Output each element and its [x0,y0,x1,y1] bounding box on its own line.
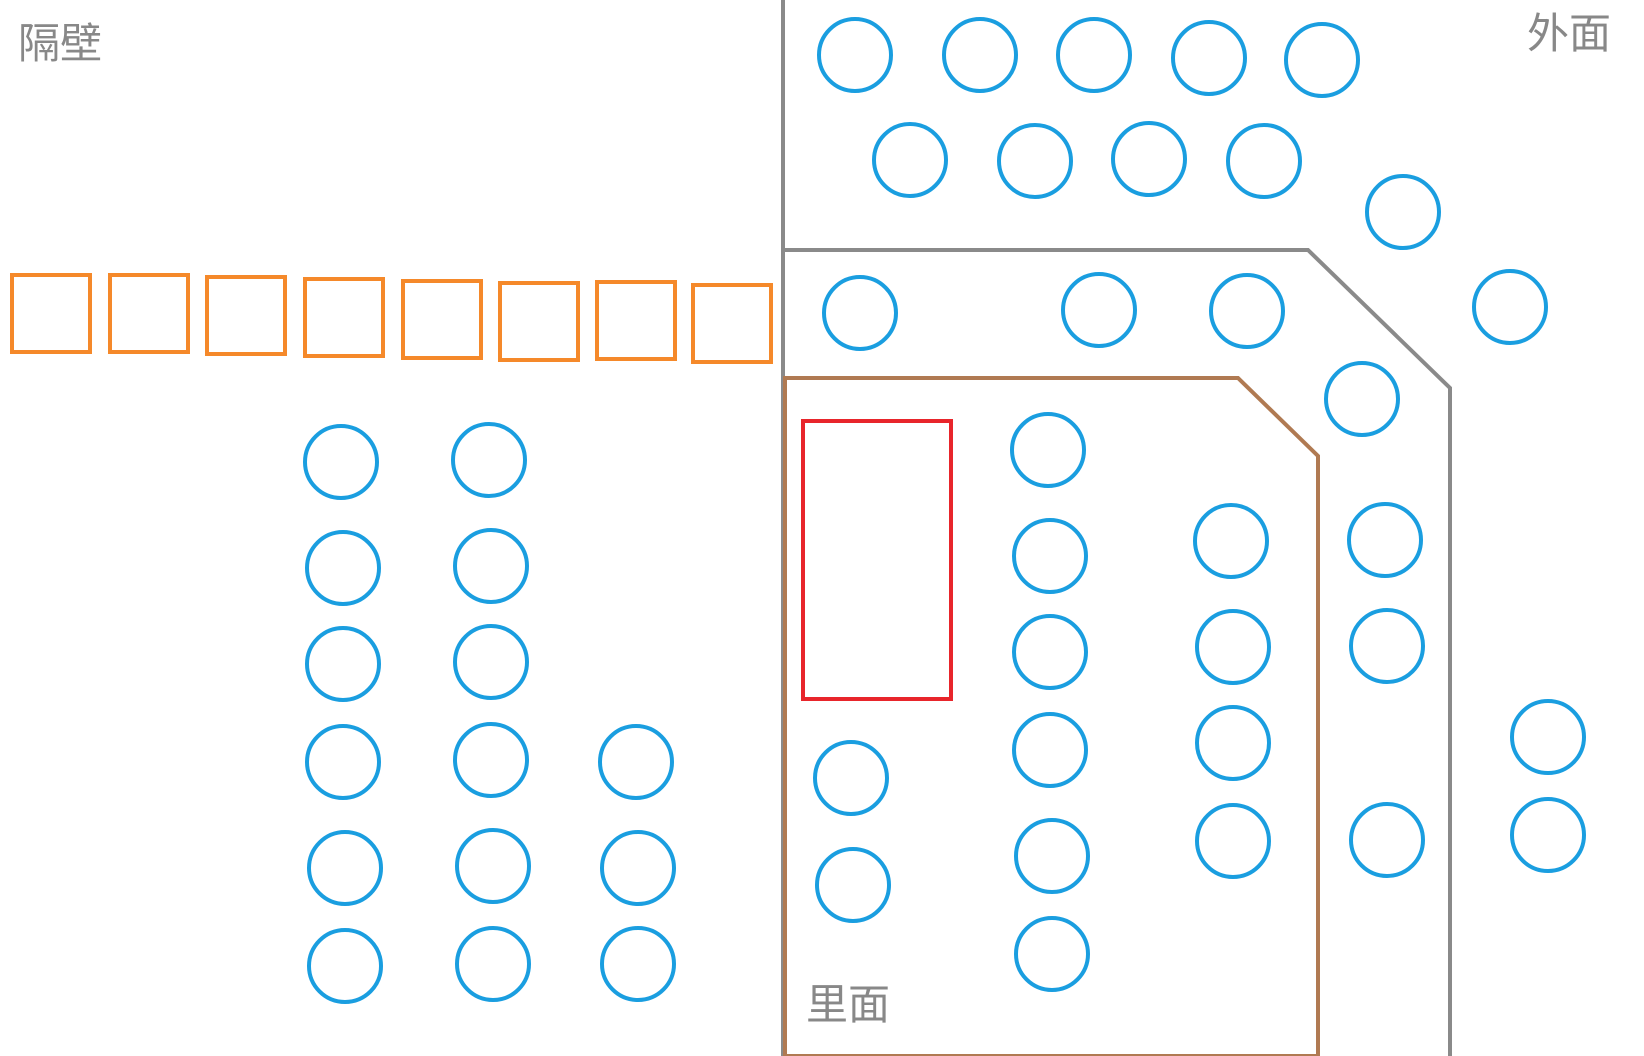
circle-seat [872,122,948,198]
circle-seat [822,275,898,351]
square-seat [595,280,677,361]
circle-seat [455,828,531,904]
boundary-lines [781,0,1452,1056]
circle-seat [1209,273,1285,349]
circle-seat [1111,121,1187,197]
circle-seat [1014,818,1090,894]
circle-seat [1347,502,1423,578]
circle-seat [1226,123,1302,199]
circle-seat [1195,609,1271,685]
label-outside: 外面 [1527,9,1611,58]
circle-seat [1012,518,1088,594]
circle-seat [455,926,531,1002]
circle-seat [1365,174,1441,250]
square-seat [691,283,773,364]
circle-seat [600,926,676,1002]
circle-seat [1061,272,1137,348]
circle-seat [303,424,379,500]
circle-seat [598,724,674,800]
circle-seat [305,626,381,702]
circle-seat [1012,614,1088,690]
red-table-box [801,419,953,701]
square-seat [108,273,190,354]
circle-seat [1012,712,1088,788]
square-seat [303,277,385,358]
circle-seat [1171,20,1247,96]
circle-seat [1510,699,1586,775]
square-seat [10,273,92,354]
circle-seat [1193,503,1269,579]
circle-seat [1195,705,1271,781]
circle-seat [453,722,529,798]
circle-seat [817,17,893,93]
circle-seat [815,847,891,923]
outer-zone-boundary [783,248,1452,1056]
circle-seat [453,528,529,604]
circle-seat [453,624,529,700]
circle-seat [942,17,1018,93]
circle-seat [1349,802,1425,878]
square-seat [205,275,287,356]
square-row [10,273,773,364]
circle-seat [305,724,381,800]
circle-seat [1324,361,1400,437]
circle-seat [1510,797,1586,873]
circle-seat [451,422,527,498]
circle-seat [1349,608,1425,684]
circle-seat [813,740,889,816]
circle-seat [1284,22,1360,98]
circle-seat [1056,17,1132,93]
label-inside: 里面 [806,980,890,1029]
label-neighbor: 隔壁 [18,19,102,68]
circle-seat [305,530,381,606]
circle-seat [307,830,383,906]
circle-seats [303,17,1586,1004]
circle-seat [1195,803,1271,879]
square-seat [498,281,580,362]
circle-seat [1014,916,1090,992]
circle-seat [600,830,676,906]
square-seat [401,279,483,360]
circle-seat [1472,269,1548,345]
circle-seat [1010,412,1086,488]
inner-zone-boundary [783,376,1320,1056]
circle-seat [997,123,1073,199]
circle-seat [307,928,383,1004]
